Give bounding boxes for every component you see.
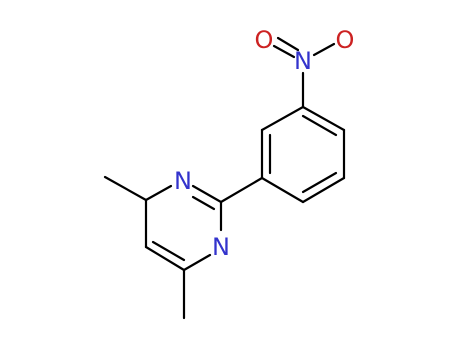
atom-n1-label: N: [174, 167, 192, 195]
bond-nitro-n-o-left: [272, 44, 296, 59]
bond-c6-n1: [144, 184, 173, 202]
bond-n3-c4: [182, 253, 212, 272]
bond-c4-c5-inner: [151, 240, 186, 262]
bond-ph4-ph5: [301, 105, 346, 132]
bond-n1-c2: [191, 184, 223, 204]
bond-nitro-n-o-left-2: [276, 36, 300, 52]
bond-ph5-ph6: [260, 105, 305, 132]
bond-c4-c5: [144, 245, 186, 272]
bonds: [103, 36, 346, 320]
bond-ph1-ph2: [260, 176, 305, 204]
bond-n1-c2-inner: [191, 195, 216, 211]
bond-ph4-ph5-inner: [301, 114, 338, 137]
atom-labels: N N N O O: [174, 26, 354, 261]
atom-nitro-o-right-label: O: [336, 26, 355, 54]
bond-ph2-ph3-inner: [301, 171, 338, 194]
atom-n3-label: N: [212, 233, 230, 261]
bond-methyl-top: [103, 175, 148, 202]
atom-nitro-n-label: N: [294, 47, 312, 75]
bond-nitro-n-o-right: [312, 42, 336, 57]
bond-c2-phenyl: [219, 176, 264, 204]
atom-nitro-o-left-label: O: [255, 26, 274, 54]
bond-ph2-ph3: [301, 176, 346, 204]
